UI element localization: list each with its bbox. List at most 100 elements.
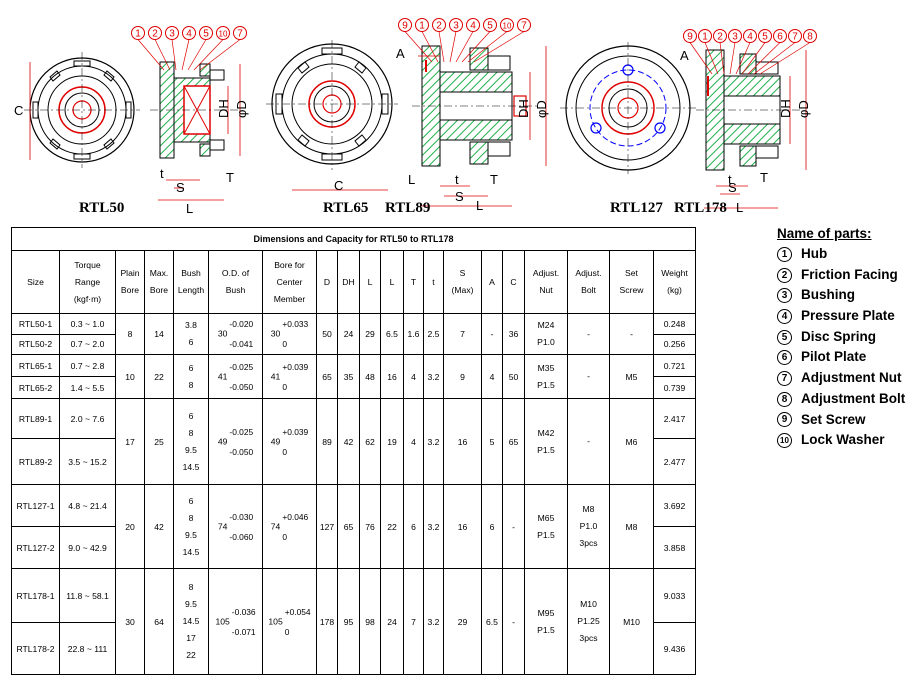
callout-number: 2 <box>717 32 723 43</box>
cell-max-bore: 64 <box>144 568 174 675</box>
callout-leader <box>747 42 781 75</box>
dim-c-rtl65: C <box>334 178 343 193</box>
callout-leader <box>689 42 713 75</box>
callout-number: 2 <box>436 21 442 32</box>
cell-size: RTL89-1 <box>11 398 60 439</box>
cell-od-bush: 41-0.025-0.050 <box>208 354 263 399</box>
cell-l2: 6.5 <box>380 313 404 355</box>
callout-leader <box>753 42 796 75</box>
callout-leader <box>137 39 165 71</box>
cell-d: 127 <box>316 484 338 569</box>
cell-t-small: 3.2 <box>423 354 444 399</box>
cell-set-screw: M10 <box>609 568 654 675</box>
dim-l-rtl178: L <box>736 200 743 215</box>
dimensions-table: Dimensions and Capacity for RTL50 to RTL… <box>11 227 696 675</box>
cell-dh: 35 <box>337 354 360 399</box>
cell-torque: 1.4 ~ 5.5 <box>59 376 116 399</box>
model-label-rtl127: RTL127 <box>610 200 663 216</box>
dim-od-rtl50: φD <box>234 100 249 118</box>
cell-plain-bore: 17 <box>115 398 145 485</box>
header-adj-bolt: Adjust.Bolt <box>567 250 610 314</box>
callout-leader <box>171 39 177 71</box>
callout-leader <box>735 42 751 75</box>
header-adj-nut: Adjust.Nut <box>524 250 568 314</box>
cell-plain-bore: 20 <box>115 484 145 569</box>
callout-number: 9 <box>402 21 408 32</box>
cell-s: 16 <box>443 398 482 485</box>
dim-tcap-rtl50: T <box>226 170 234 185</box>
part-number-icon: 1 <box>777 246 792 262</box>
part-number-icon: 3 <box>777 288 792 304</box>
cell-l2: 24 <box>380 568 404 675</box>
callout-number: 6 <box>777 32 783 43</box>
cell-torque: 0.7 ~ 2.8 <box>59 354 116 377</box>
callout-leader <box>404 31 433 63</box>
cell-size: RTL89-2 <box>11 438 60 485</box>
callout-number: 4 <box>186 29 192 40</box>
cell-set-screw: M5 <box>609 354 654 399</box>
cell-weight: 0.721 <box>653 354 696 377</box>
callout-leader <box>421 31 439 63</box>
cell-s: 9 <box>443 354 482 399</box>
callout-number: 1 <box>419 21 425 32</box>
cell-plain-bore: 10 <box>115 354 145 399</box>
callout-leader <box>729 42 736 75</box>
callout-number: 1 <box>135 29 141 40</box>
callout-number: 3 <box>169 29 175 40</box>
callout-leader <box>187 39 207 71</box>
part-name: Pressure Plate <box>801 308 895 324</box>
cell-od-bush: 49-0.025-0.050 <box>208 398 263 485</box>
dim-t-rtl178: t <box>728 172 732 187</box>
cell-max-bore: 42 <box>144 484 174 569</box>
cell-c: 50 <box>502 354 525 399</box>
cell-d: 89 <box>316 398 338 485</box>
callout-number: 8 <box>807 32 813 43</box>
callout-leader <box>473 31 525 63</box>
cell-weight: 3.692 <box>653 484 696 527</box>
part-number-icon: 5 <box>777 329 792 345</box>
callout-number: 10 <box>503 22 512 31</box>
callout-leader <box>199 39 241 71</box>
callout-leader <box>449 31 457 63</box>
callout-number: 9 <box>687 32 693 43</box>
model-label-rtl89: RTL89 <box>385 200 431 216</box>
part-name: Bushing <box>801 287 855 303</box>
cell-l2: 19 <box>380 398 404 485</box>
cell-l1: 62 <box>359 398 381 485</box>
callout-number: 5 <box>762 32 768 43</box>
dim-s-rtl178: S <box>728 180 737 195</box>
cell-dh: 42 <box>337 398 360 485</box>
cell-od-bush: 105-0.036-0.071 <box>208 568 263 675</box>
cell-weight: 9.033 <box>653 568 696 623</box>
callout-leader <box>193 39 224 71</box>
table-caption: Dimensions and Capacity for RTL50 to RTL… <box>11 227 696 251</box>
callout-number: 10 <box>219 30 228 39</box>
part-number-icon: 8 <box>777 391 792 407</box>
cell-c: 65 <box>502 398 525 485</box>
part-name: Lock Washer <box>801 432 885 448</box>
part-number-icon: 10 <box>777 433 792 449</box>
rtl50-side-view <box>150 61 241 201</box>
cell-dh: 95 <box>337 568 360 675</box>
callout-number: 5 <box>487 21 493 32</box>
cell-max-bore: 14 <box>144 313 174 355</box>
header-a: A <box>481 250 503 314</box>
cell-weight: 2.417 <box>653 398 696 439</box>
